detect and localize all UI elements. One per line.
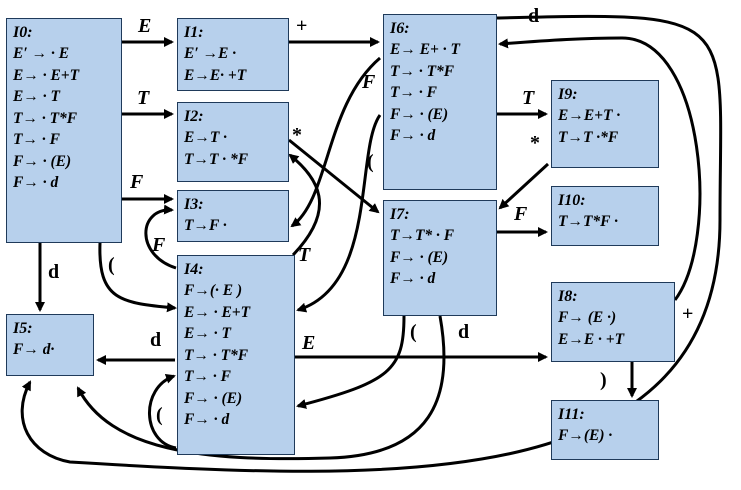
lr-item: T→T* · F xyxy=(390,227,455,244)
edge-i7-i5 xyxy=(76,315,446,461)
state-i0: I0: E′ → · E E→ · E+T E→ · T T→ · T*F T→… xyxy=(6,18,122,243)
edge-label-d: d xyxy=(150,329,162,351)
edge-label-plus: + xyxy=(296,15,308,37)
state-title: I10: xyxy=(558,192,586,209)
lr-item: F→ · d xyxy=(13,174,59,191)
state-title: I5: xyxy=(13,320,33,337)
edge-label-star: * xyxy=(292,124,302,146)
edge-i8-i6 xyxy=(498,36,702,301)
lr-item: T→ · F xyxy=(13,131,60,148)
lr-item: T→T · *F xyxy=(184,150,249,168)
state-i10: I10: T→T*F · xyxy=(551,186,659,246)
lr-item: F→ · d xyxy=(390,270,436,287)
lr-item: F→ d· xyxy=(13,341,55,358)
lr-item: F→ · d xyxy=(184,411,230,428)
state-i7: I7: T→T* · F F→ · (E) F→ · d xyxy=(383,200,497,316)
state-i11: I11: F→(E) · xyxy=(551,400,659,460)
edge-i9-i7 xyxy=(498,162,550,210)
lr-item: F→ · (E) xyxy=(184,389,243,407)
lr-item: E→E · +T xyxy=(558,330,625,348)
lr-item: T→ · F xyxy=(390,84,437,101)
lr-item: T→ · T*F xyxy=(390,62,455,80)
lr-item: F→ (E ·) xyxy=(558,309,617,326)
lr-item: T→T ·*F xyxy=(558,128,619,146)
state-i4: I4: F→(· E ) E→ · E+T E→ · T T→ · T*F T→… xyxy=(177,255,295,455)
lr-item: E→E· +T xyxy=(184,66,247,84)
edge-label-d: d xyxy=(48,261,60,283)
lr-item: T→ · T*F xyxy=(13,109,78,127)
state-i3: I3: T→F · xyxy=(177,190,289,242)
state-title: I11: xyxy=(558,406,585,423)
lr-item: E→T · xyxy=(184,129,228,146)
edge-i0-i4 xyxy=(98,242,177,313)
edge-label-e: E xyxy=(302,332,316,354)
edge-i6-i3 xyxy=(290,56,381,228)
state-i6: I6: E→ E+ · T T→ · T*F T→ · F F→ · (E) F… xyxy=(383,14,497,190)
edge-label-plus: + xyxy=(682,303,694,325)
state-title: I2: xyxy=(184,108,204,125)
edge-i7-i4 xyxy=(296,315,406,409)
state-i9: I9: E→E+T · T→T ·*F xyxy=(551,80,659,168)
edge-label-t: T xyxy=(522,87,535,109)
edge-label-t: T xyxy=(298,244,311,266)
lr-item: F→ · (E) xyxy=(390,105,449,123)
edge-label-rparen: ) xyxy=(600,369,607,391)
edge-label-d: d xyxy=(458,321,470,343)
state-i5: I5: F→ d· xyxy=(6,314,94,376)
edge-i4-i2 xyxy=(288,153,322,257)
state-title: I0: xyxy=(13,24,33,41)
state-title: I8: xyxy=(558,288,578,305)
edge-label-lparen: ( xyxy=(410,321,417,343)
lr-item: T→T*F · xyxy=(558,213,618,230)
lr-item: E→ · T xyxy=(184,325,231,342)
edge-label-d: d xyxy=(528,5,540,27)
lr-item: F→(E) · xyxy=(558,427,613,444)
lr-item: T→F · xyxy=(184,217,227,234)
edge-label-lparen: ( xyxy=(367,151,374,173)
state-title: I1: xyxy=(184,24,204,41)
lr-item: E→E+T · xyxy=(558,107,621,124)
state-i1: I1: E′ →E · E→E· +T xyxy=(177,18,289,91)
edge-label-f: F xyxy=(514,203,528,225)
lr-item: F→ · d xyxy=(390,127,436,144)
state-title: I7: xyxy=(390,206,410,223)
lr-item: F→ · (E) xyxy=(390,248,449,266)
state-i8: I8: F→ (E ·) E→E · +T xyxy=(551,282,675,362)
edge-label-lparen: ( xyxy=(108,254,115,276)
lr-item: E→ · E+T xyxy=(13,66,80,84)
lr-item: F→(· E ) xyxy=(184,282,243,299)
edge-label-f: F xyxy=(362,71,376,93)
edge-label-e: E xyxy=(138,15,152,37)
state-title: I4: xyxy=(184,261,204,278)
edge-label-star: * xyxy=(530,132,540,154)
edge-label-t: T xyxy=(137,87,150,109)
edge-label-lparen: ( xyxy=(156,404,163,426)
lr-item: E′ →E · xyxy=(184,45,237,62)
edge-i4-i3 xyxy=(144,204,177,270)
edge-label-f: F xyxy=(152,234,166,256)
lr-item: E→ · T xyxy=(13,88,60,105)
lr-item: E′ → · E xyxy=(13,45,70,62)
lr-item: E→ · E+T xyxy=(184,303,251,321)
edge-i4-i4 xyxy=(148,373,177,450)
edge-label-f: F xyxy=(130,171,144,193)
edge-i6-i4 xyxy=(296,114,382,313)
state-title: I9: xyxy=(558,86,578,103)
lr-item: E→ E+ · T xyxy=(390,41,460,58)
lr-item: F→ · (E) xyxy=(13,152,72,170)
lr-item: T→ · T*F xyxy=(184,346,249,364)
state-title: I3: xyxy=(184,196,204,213)
state-i2: I2: E→T · T→T · *F xyxy=(177,102,289,182)
lr-item: T→ · F xyxy=(184,368,231,385)
state-title: I6: xyxy=(390,20,410,37)
